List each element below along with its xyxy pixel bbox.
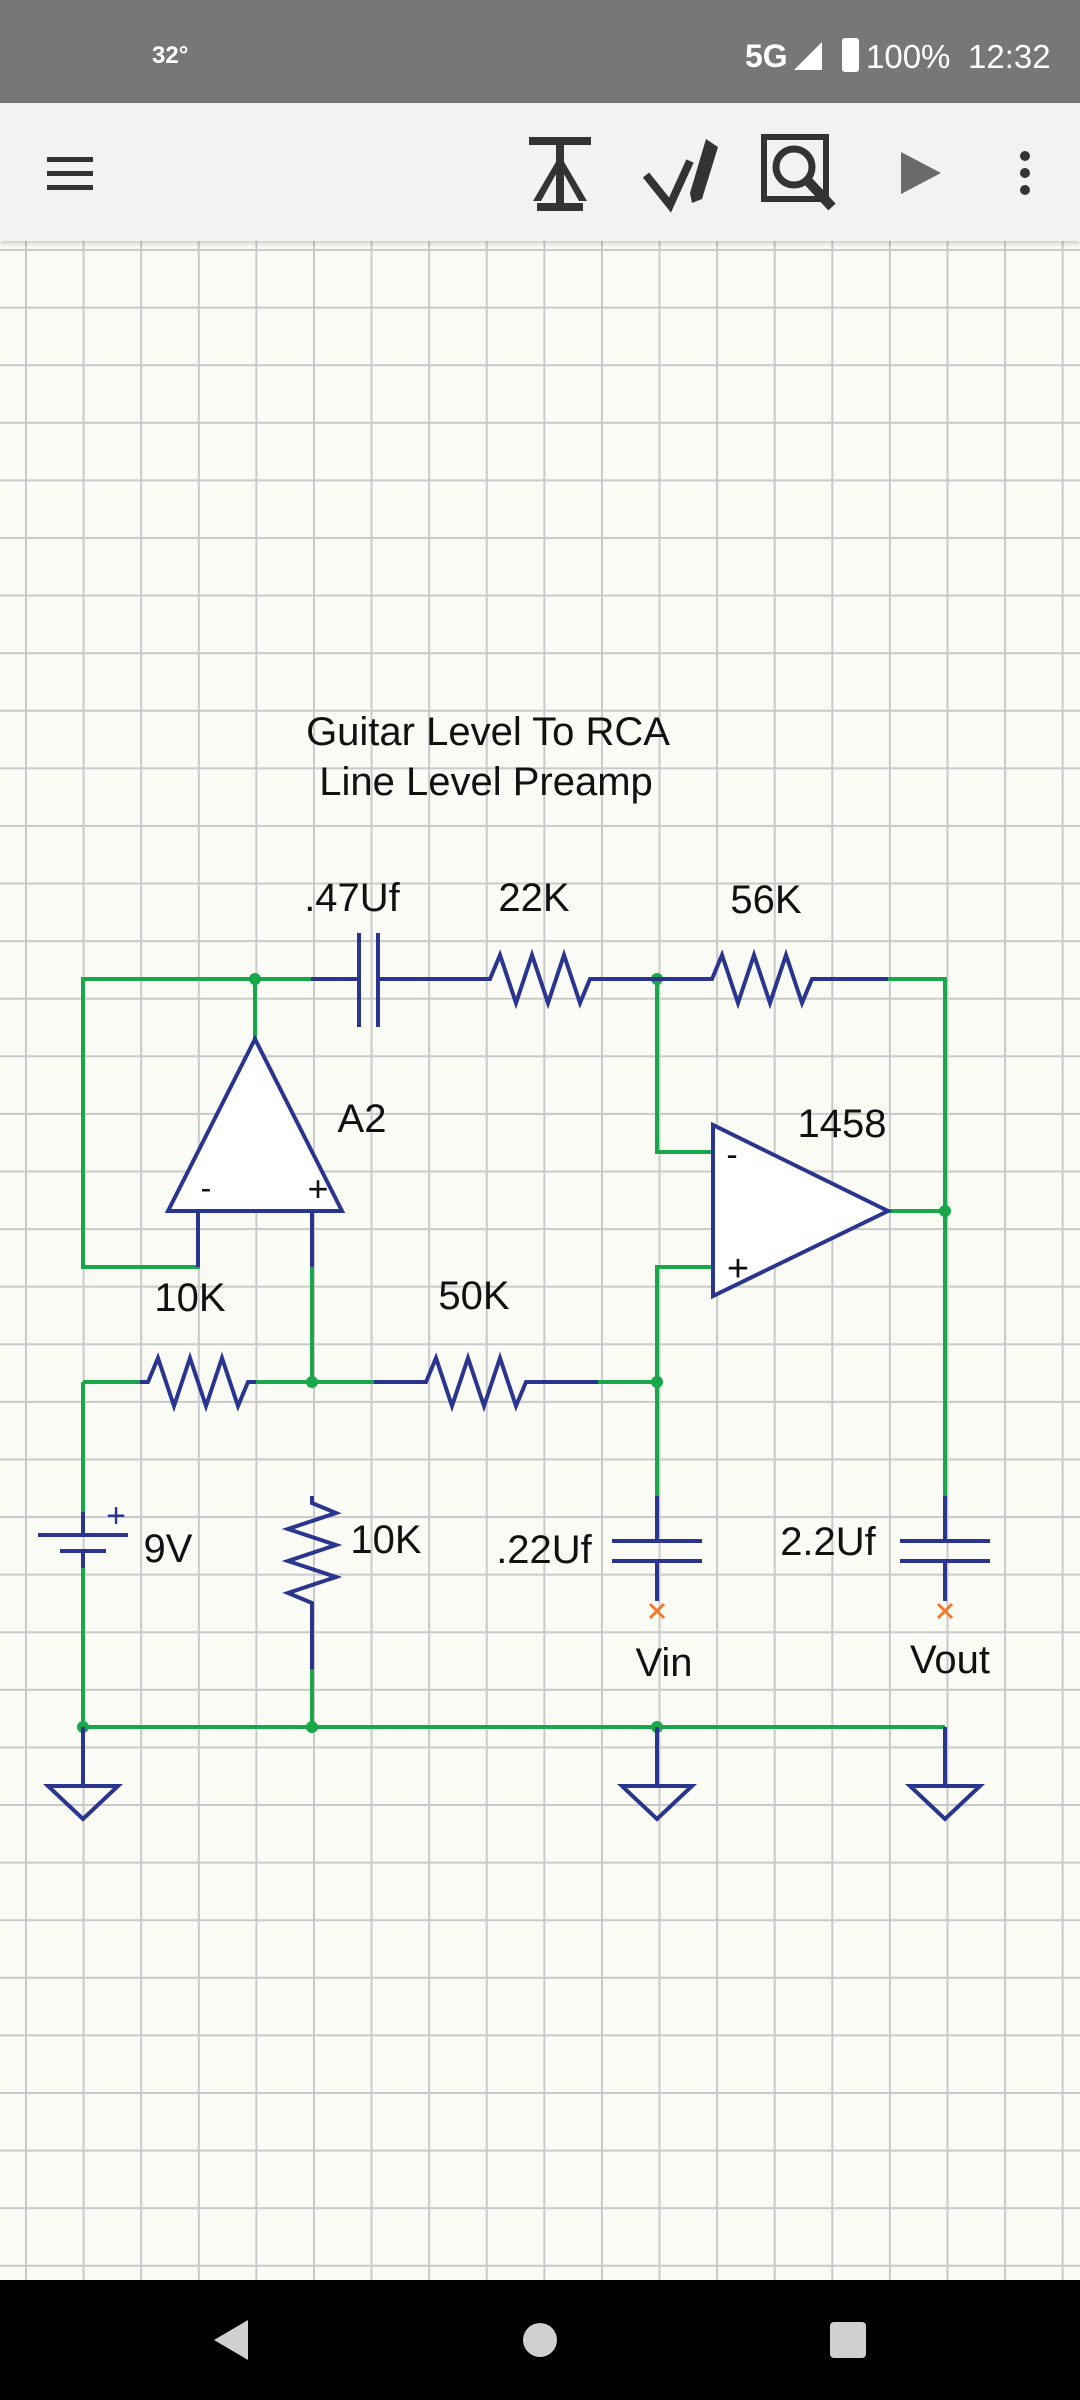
- label-battery-9v: 9V: [144, 1527, 193, 1571]
- wire-56k-to-output: [888, 977, 947, 1496]
- more-vert-icon: [1020, 151, 1030, 195]
- label-r-50k: 50K: [438, 1274, 509, 1318]
- label-opamp-a2: A2: [338, 1097, 387, 1141]
- ground-left[interactable]: [42, 1727, 124, 1822]
- navigation-bar: [0, 2280, 1080, 2400]
- title-line-1: Guitar Level To RCA: [306, 710, 670, 754]
- pencil-icon: [642, 139, 718, 213]
- label-cap-47uf: .47Uf: [304, 876, 400, 920]
- label-r-22k: 22K: [498, 876, 569, 920]
- resistor-56k[interactable]: [657, 948, 888, 1010]
- resistor-50k[interactable]: [374, 1351, 598, 1413]
- home-button[interactable]: [500, 2310, 580, 2370]
- label-cap-22uf: .22Uf: [496, 1528, 592, 1572]
- label-vout: Vout: [910, 1638, 990, 1682]
- schematic-title: Guitar Level To RCA Line Level Preamp: [306, 710, 670, 804]
- network-type: 5G: [745, 38, 788, 74]
- opamp-a2[interactable]: [164, 1034, 346, 1267]
- battery-9v[interactable]: [38, 1512, 128, 1568]
- capacitor-22uf[interactable]: [612, 1496, 702, 1601]
- opamp-1458[interactable]: [711, 1121, 893, 1300]
- component-icon: [529, 137, 591, 211]
- home-icon: [523, 2323, 557, 2357]
- vout-terminal-marker: [936, 1602, 954, 1620]
- label-1458-minus: -: [726, 1136, 737, 1174]
- wire-inv-input: [655, 979, 713, 1154]
- label-cap-2-2uf: 2.2Uf: [780, 1520, 876, 1564]
- schematic-canvas[interactable]: Guitar Level To RCA Line Level Preamp: [0, 241, 1080, 2280]
- label-vin: Vin: [635, 1641, 692, 1685]
- wire-noninv-input: [655, 1265, 713, 1496]
- add-component-button[interactable]: [510, 123, 610, 223]
- label-a2-plus: +: [307, 1168, 328, 1209]
- recents-button[interactable]: [808, 2310, 888, 2370]
- battery-icon: [842, 38, 859, 72]
- menu-icon: [47, 157, 93, 190]
- simulate-button[interactable]: [870, 123, 970, 223]
- play-icon: [901, 152, 941, 194]
- title-line-2: Line Level Preamp: [319, 760, 653, 804]
- component-labels: .47Uf 22K 56K A2 1458 10K 50K 9V 10K .22…: [106, 876, 990, 1685]
- draw-wire-button[interactable]: [630, 123, 730, 223]
- label-r-10k-top: 10K: [154, 1276, 225, 1320]
- vin-terminal-marker: [648, 1602, 666, 1620]
- battery-percent: 100%: [866, 38, 951, 75]
- label-opamp-1458: 1458: [798, 1102, 887, 1146]
- label-a2-minus: -: [201, 1170, 212, 1206]
- capacitor-47uf[interactable]: [311, 933, 485, 1027]
- resistor-10k-vertical[interactable]: [281, 1496, 343, 1669]
- zoom-button[interactable]: [750, 123, 850, 223]
- resistor-10k-horizontal[interactable]: [140, 1351, 256, 1413]
- ground-middle[interactable]: [616, 1727, 698, 1822]
- toolbar: [0, 103, 1080, 241]
- clock: 12:32: [968, 38, 1051, 75]
- back-icon: [214, 2320, 248, 2360]
- capacitor-2-2uf[interactable]: [900, 1496, 990, 1601]
- terminal-markers: [648, 1602, 954, 1620]
- status-bar: 32° 5G 100% 12:32: [0, 0, 1080, 103]
- resistor-22k[interactable]: [485, 948, 657, 1010]
- recents-icon: [830, 2322, 866, 2358]
- label-battery-plus: +: [106, 1497, 126, 1535]
- menu-button[interactable]: [20, 123, 120, 223]
- back-button[interactable]: [190, 2310, 270, 2370]
- label-r-10k-vertical: 10K: [350, 1518, 421, 1562]
- wires[interactable]: [81, 977, 947, 1729]
- label-r-56k: 56K: [730, 878, 801, 922]
- ground-right[interactable]: [904, 1727, 986, 1822]
- search-icon: [761, 134, 836, 211]
- temperature: 32°: [152, 42, 189, 69]
- junctions: [77, 973, 951, 1733]
- overflow-menu-button[interactable]: [975, 123, 1075, 223]
- label-1458-plus: +: [727, 1248, 749, 1290]
- signal-icon: [794, 42, 822, 70]
